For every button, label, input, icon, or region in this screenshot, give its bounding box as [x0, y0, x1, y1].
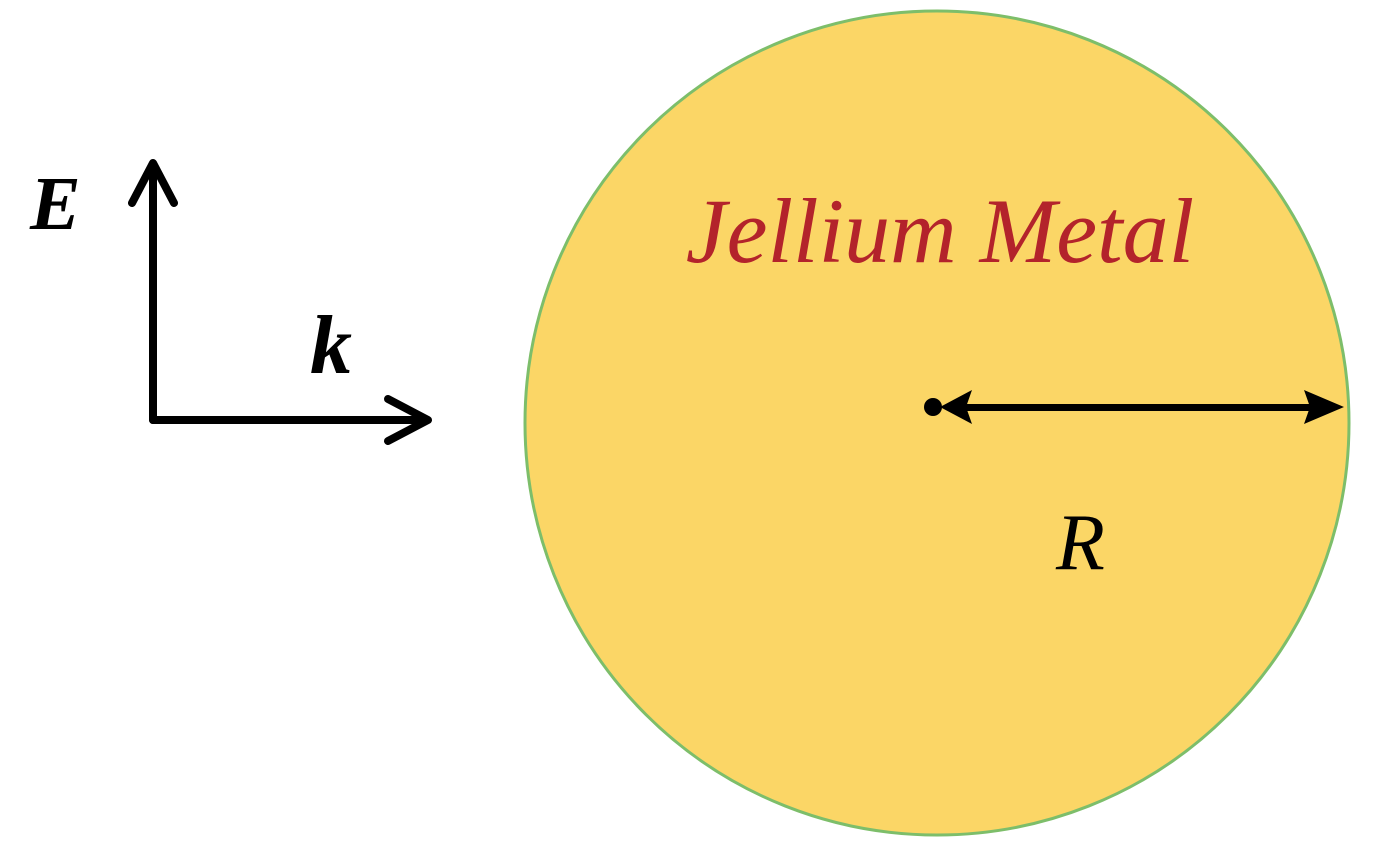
radius-double-arrow-icon	[940, 390, 1344, 424]
k-arrow-icon	[149, 395, 432, 445]
radius-label: R	[1055, 499, 1105, 587]
center-dot-icon	[924, 398, 942, 416]
sphere-title: Jellium Metal	[686, 180, 1194, 282]
wavevector-k-label: k	[310, 299, 352, 392]
field-e-label: E	[29, 162, 81, 246]
e-arrow-icon	[128, 159, 178, 424]
jellium-sphere	[523, 9, 1351, 837]
